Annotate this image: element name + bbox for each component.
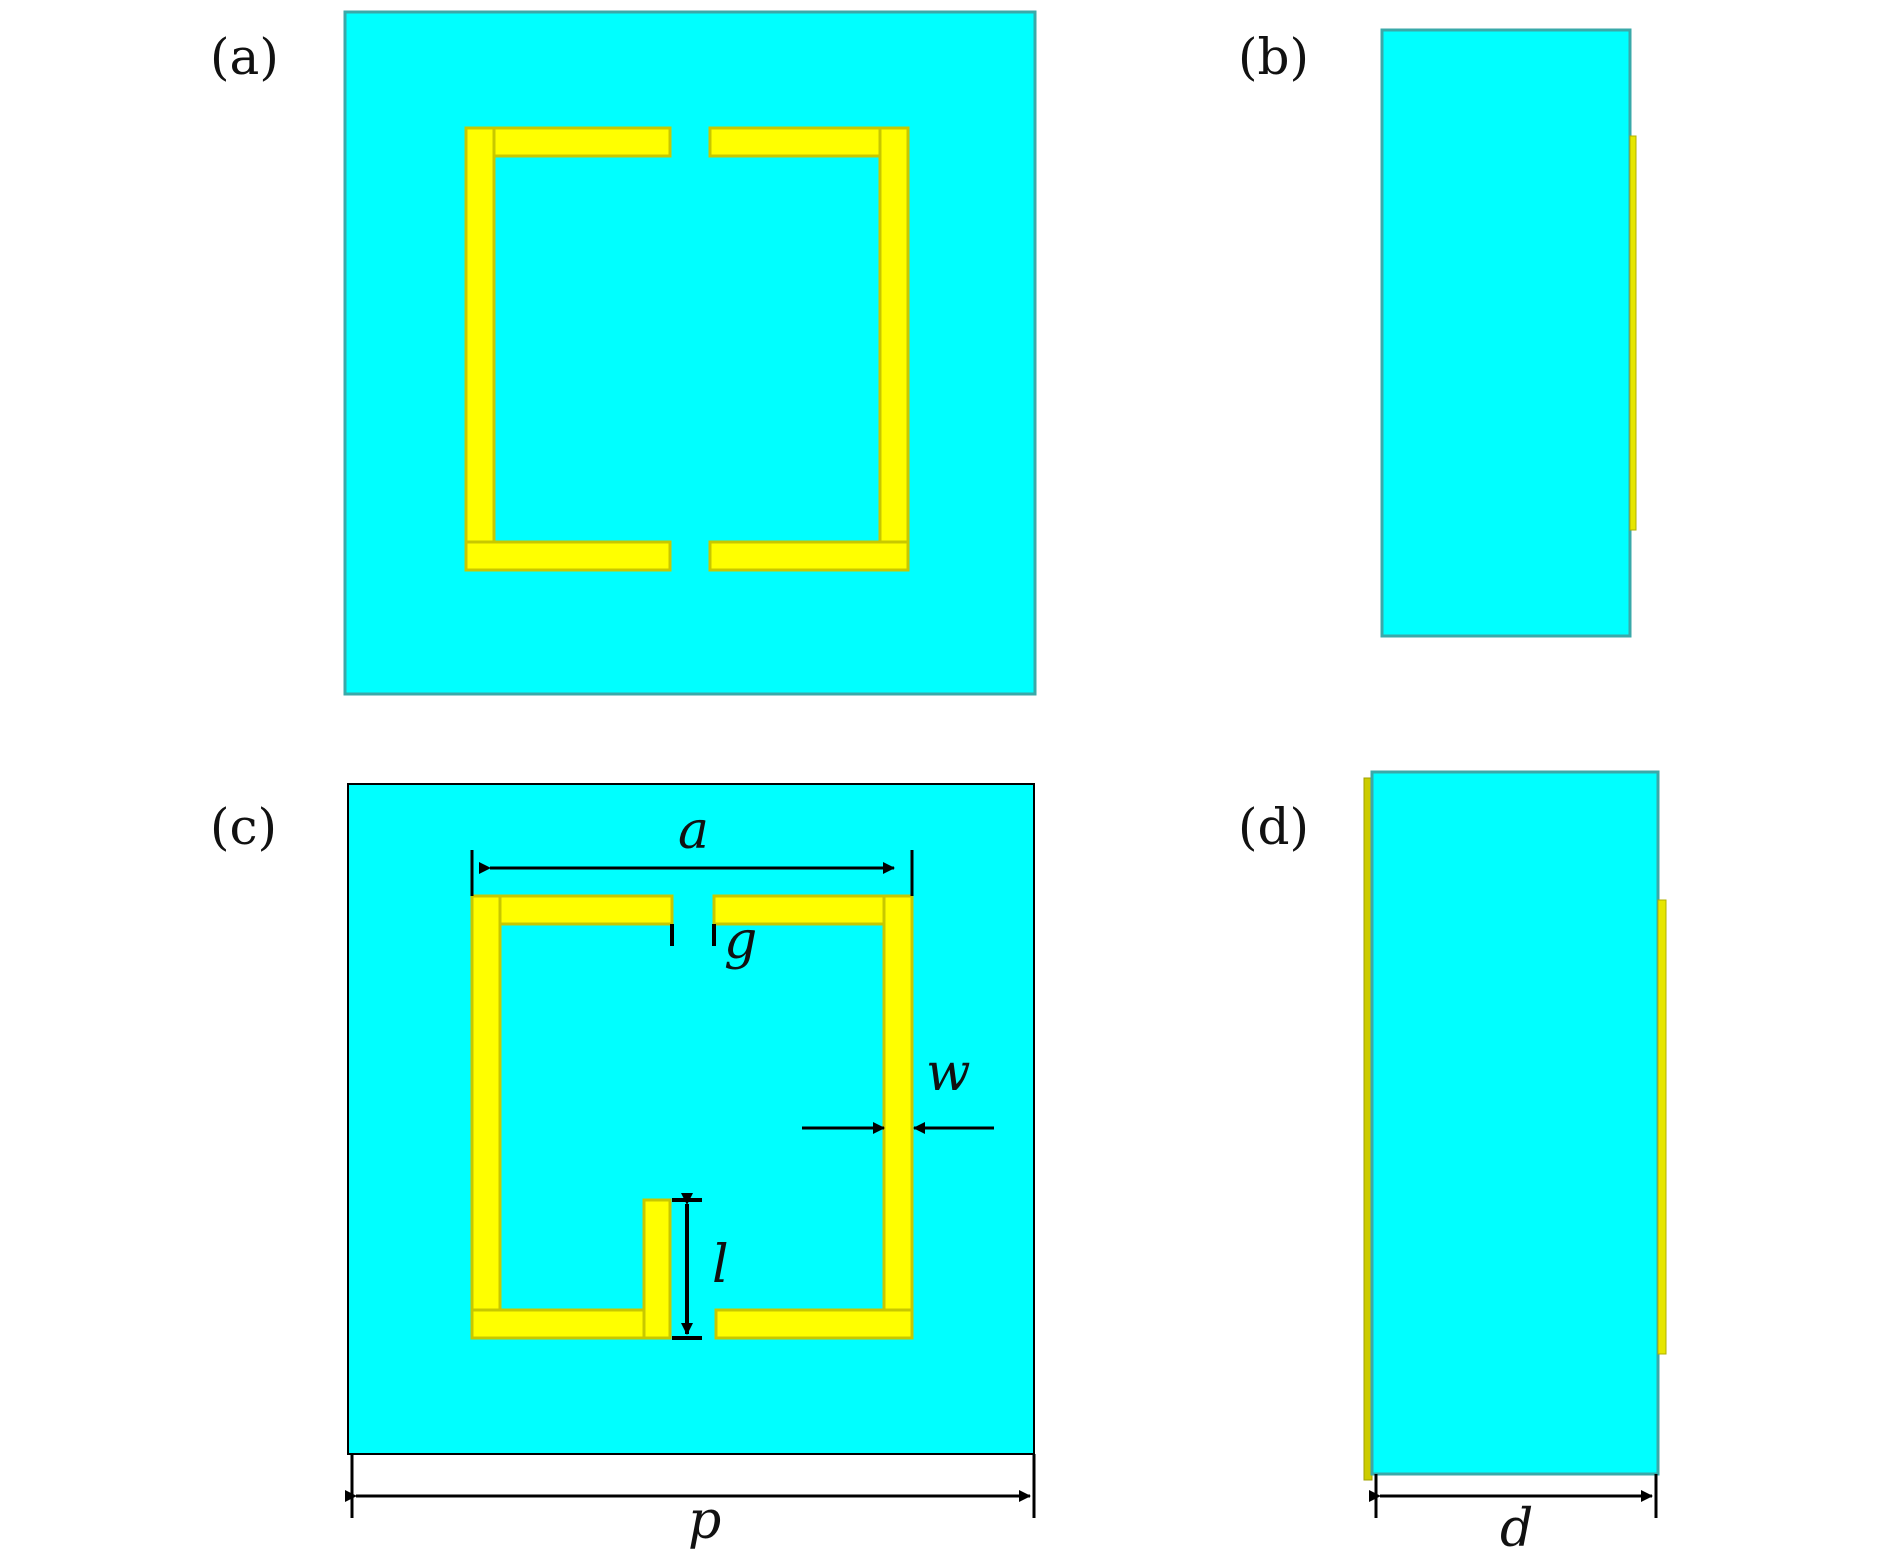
dim-l-label: l bbox=[712, 1235, 729, 1295]
panel-label-d: (d) bbox=[1238, 798, 1309, 856]
split-ring-c bbox=[470, 894, 914, 1340]
ring-c-stub bbox=[642, 1198, 672, 1340]
panel-d: (d) d bbox=[1238, 770, 1667, 1559]
ring-c-top-left-arm bbox=[470, 894, 674, 926]
dim-a-label: a bbox=[678, 801, 709, 861]
metal-edge-d-right bbox=[1657, 899, 1667, 1355]
dim-p-label: p bbox=[688, 1491, 721, 1551]
ring-top-left-arm bbox=[464, 126, 672, 158]
substrate-front-a bbox=[343, 10, 1037, 696]
substrate-side-b bbox=[1380, 28, 1632, 638]
substrate-side-d bbox=[1370, 770, 1660, 1476]
dim-w-label: w bbox=[926, 1043, 971, 1103]
panel-label-b: (b) bbox=[1238, 28, 1309, 86]
metal-edge-b bbox=[1629, 135, 1637, 531]
ring-c-left-side bbox=[470, 894, 502, 1340]
dim-d-label: d bbox=[1500, 1499, 1533, 1559]
panel-c: (c) a g w l p bbox=[210, 783, 1036, 1551]
ring-left-side bbox=[464, 126, 496, 572]
dim-g-label: g bbox=[724, 911, 757, 971]
panel-label-a: (a) bbox=[210, 28, 279, 86]
panel-label-c: (c) bbox=[210, 798, 277, 856]
panel-b: (b) bbox=[1238, 28, 1637, 638]
ring-c-bottom-left-arm bbox=[470, 1308, 672, 1340]
ring-bottom-right-arm bbox=[708, 540, 910, 572]
ring-c-bottom-right-arm bbox=[714, 1308, 914, 1340]
ring-right-side bbox=[878, 126, 910, 572]
ring-bottom-left-arm bbox=[464, 540, 672, 572]
ring-top-right-arm bbox=[708, 126, 910, 158]
split-ring-a bbox=[464, 126, 910, 572]
ring-c-right-side bbox=[882, 894, 914, 1340]
panel-a: (a) bbox=[210, 10, 1037, 696]
ring-c-top-right-arm bbox=[712, 894, 914, 926]
substrate-front-c bbox=[347, 783, 1035, 1455]
